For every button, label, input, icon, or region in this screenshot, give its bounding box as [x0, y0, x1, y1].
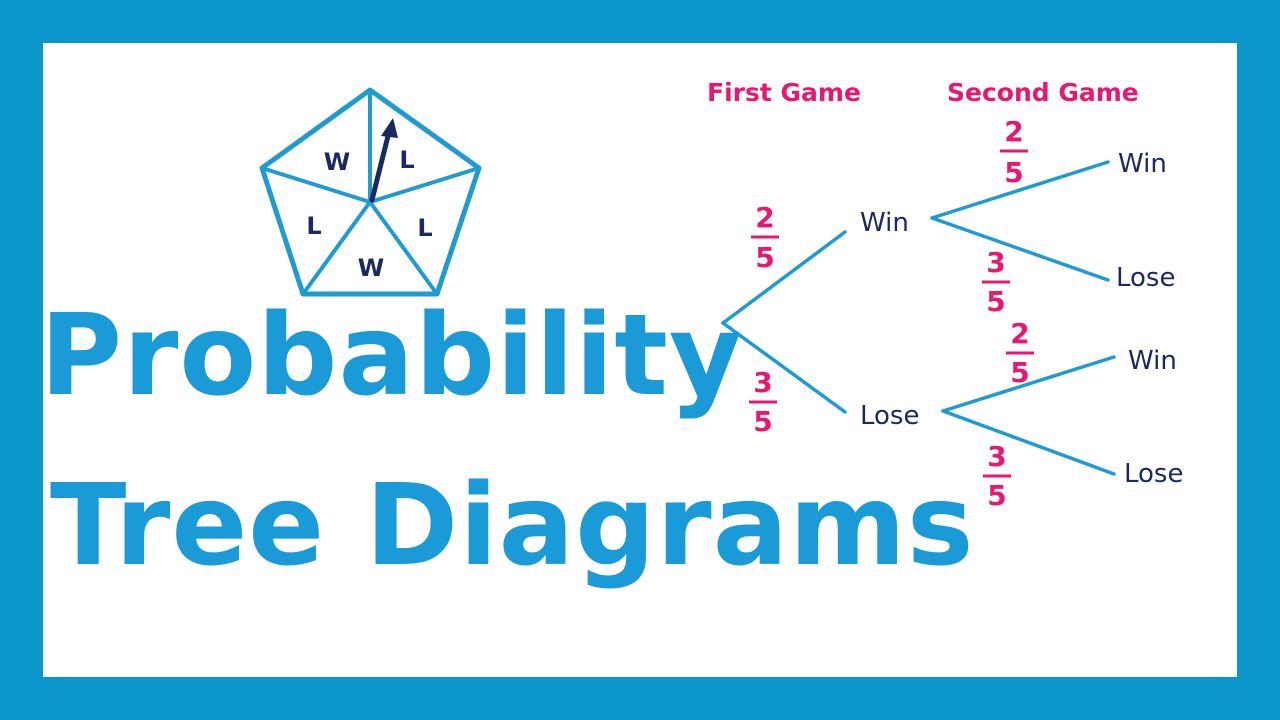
fraction-lose-lose: 3 5: [983, 440, 1011, 512]
branch-lose-lose: [941, 409, 1116, 476]
header-second-game: Second Game: [947, 78, 1139, 107]
node-second-win-after-lose: Win: [1128, 346, 1177, 376]
spinner-sector-label: W: [324, 148, 350, 176]
node-first-lose: Lose: [860, 401, 919, 431]
spinner-sector-label: L: [417, 214, 432, 242]
node-first-win: Win: [860, 208, 909, 238]
svg-text:5: 5: [755, 241, 774, 274]
svg-text:3: 3: [753, 366, 772, 399]
svg-text:3: 3: [987, 440, 1006, 473]
spinner-sector-label: W: [358, 254, 384, 282]
branch-root-lose: [721, 321, 847, 414]
svg-text:5: 5: [986, 285, 1005, 318]
branch-win-lose: [930, 216, 1110, 282]
spinner-arrow-icon: [369, 118, 398, 203]
svg-text:5: 5: [753, 405, 772, 438]
svg-text:5: 5: [1010, 356, 1029, 389]
spinner: W L L W L: [259, 87, 482, 297]
node-second-lose-after-lose: Lose: [1124, 459, 1183, 489]
title-line-1: Probability: [40, 291, 743, 421]
svg-text:2: 2: [1004, 115, 1023, 148]
spinner-outline: [259, 87, 482, 297]
tree-branches: [721, 160, 1116, 476]
spinner-dividers: [261, 90, 480, 296]
fraction-win-lose: 3 5: [982, 246, 1010, 318]
header-first-game: First Game: [707, 78, 861, 107]
svg-text:2: 2: [1010, 317, 1029, 350]
thumbnail-frame: [43, 43, 1237, 677]
spinner-sector-label: L: [399, 146, 414, 174]
fraction-first-win: 2 5: [751, 201, 779, 274]
fraction-first-lose: 3 5: [749, 366, 777, 438]
svg-text:5: 5: [1004, 156, 1023, 189]
title-line-2: Tree Diagrams: [50, 461, 975, 591]
fraction-lose-win: 2 5: [1006, 317, 1034, 389]
svg-text:3: 3: [986, 246, 1005, 279]
node-second-lose-after-win: Lose: [1116, 263, 1175, 293]
branch-lose-win: [941, 355, 1116, 413]
svg-text:5: 5: [987, 479, 1006, 512]
branch-win-win: [930, 160, 1110, 220]
fraction-win-win: 2 5: [1000, 115, 1028, 189]
branch-root-win: [721, 230, 847, 325]
spinner-sector-label: L: [306, 212, 321, 240]
node-second-win-after-win: Win: [1118, 149, 1167, 179]
svg-text:2: 2: [755, 201, 774, 234]
